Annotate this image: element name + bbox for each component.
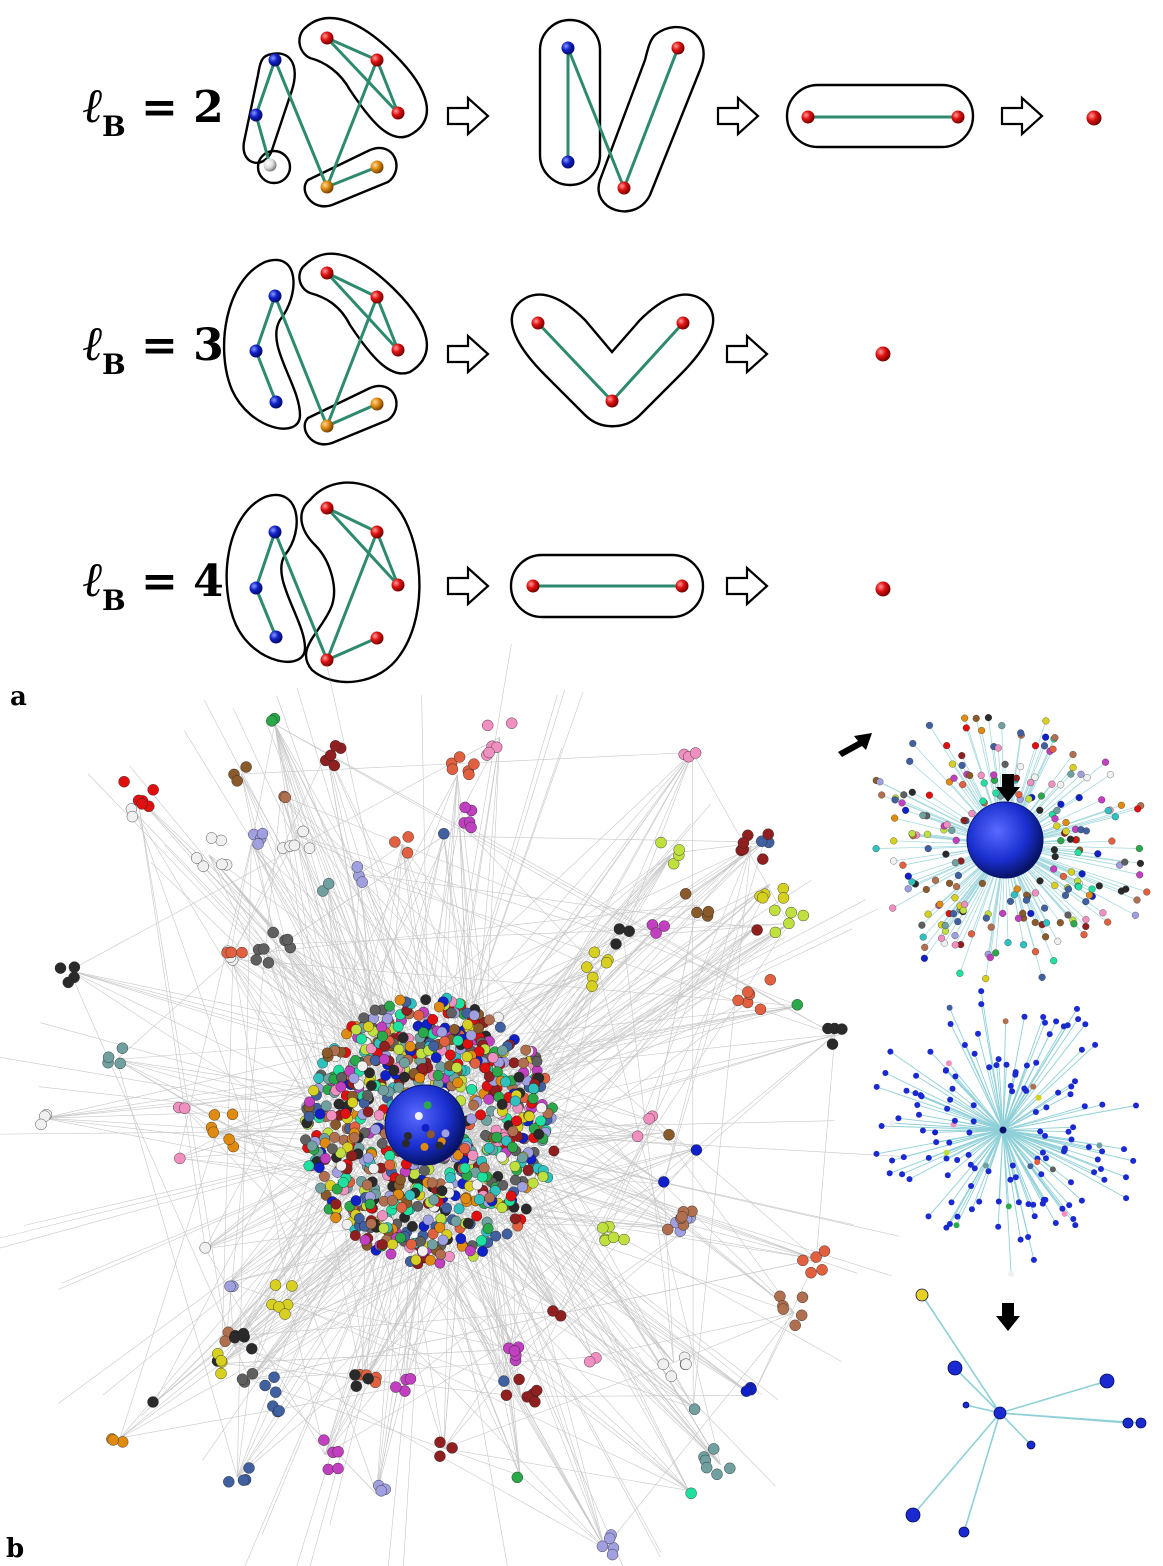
arrow-icon	[446, 96, 490, 136]
down-arrow-icon	[996, 1303, 1020, 1331]
panel-letter-a: a	[10, 682, 27, 712]
row-lb2-stage1	[242, 16, 428, 208]
row-lb3-stage1	[222, 252, 428, 446]
row-label-lb2: ℓB = 2	[82, 78, 224, 143]
down-arrow-icon	[996, 774, 1020, 802]
row-lb4-final-node	[875, 581, 891, 597]
row-lb2-stage2	[538, 18, 705, 213]
large-network-visualization	[0, 644, 904, 1566]
row-lb4-stage2	[509, 553, 705, 619]
renormalized-network-stage2	[873, 988, 1139, 1277]
renormalized-network-stage3	[905, 1288, 1147, 1538]
arrow-icon	[716, 96, 760, 136]
renormalized-network-stage1	[872, 714, 1151, 983]
row-lb2-stage3	[785, 83, 975, 149]
arrow-icon	[725, 334, 769, 374]
down-arrow-icon	[838, 733, 872, 757]
row-lb4-stage1	[225, 481, 421, 684]
arrow-icon	[1000, 96, 1044, 136]
row-lb3-stage2	[510, 293, 715, 428]
panel-a	[222, 16, 1102, 684]
row-lb2-final-node	[1086, 110, 1102, 126]
arrow-icon	[446, 334, 490, 374]
row-lb3-final-node	[875, 346, 891, 362]
arrow-icon	[446, 566, 490, 606]
arrow-icon	[725, 566, 769, 606]
panel-letter-b: b	[6, 1534, 25, 1564]
row-label-lb3: ℓB = 3	[82, 316, 224, 381]
row-label-lb4: ℓB = 4	[82, 552, 224, 617]
